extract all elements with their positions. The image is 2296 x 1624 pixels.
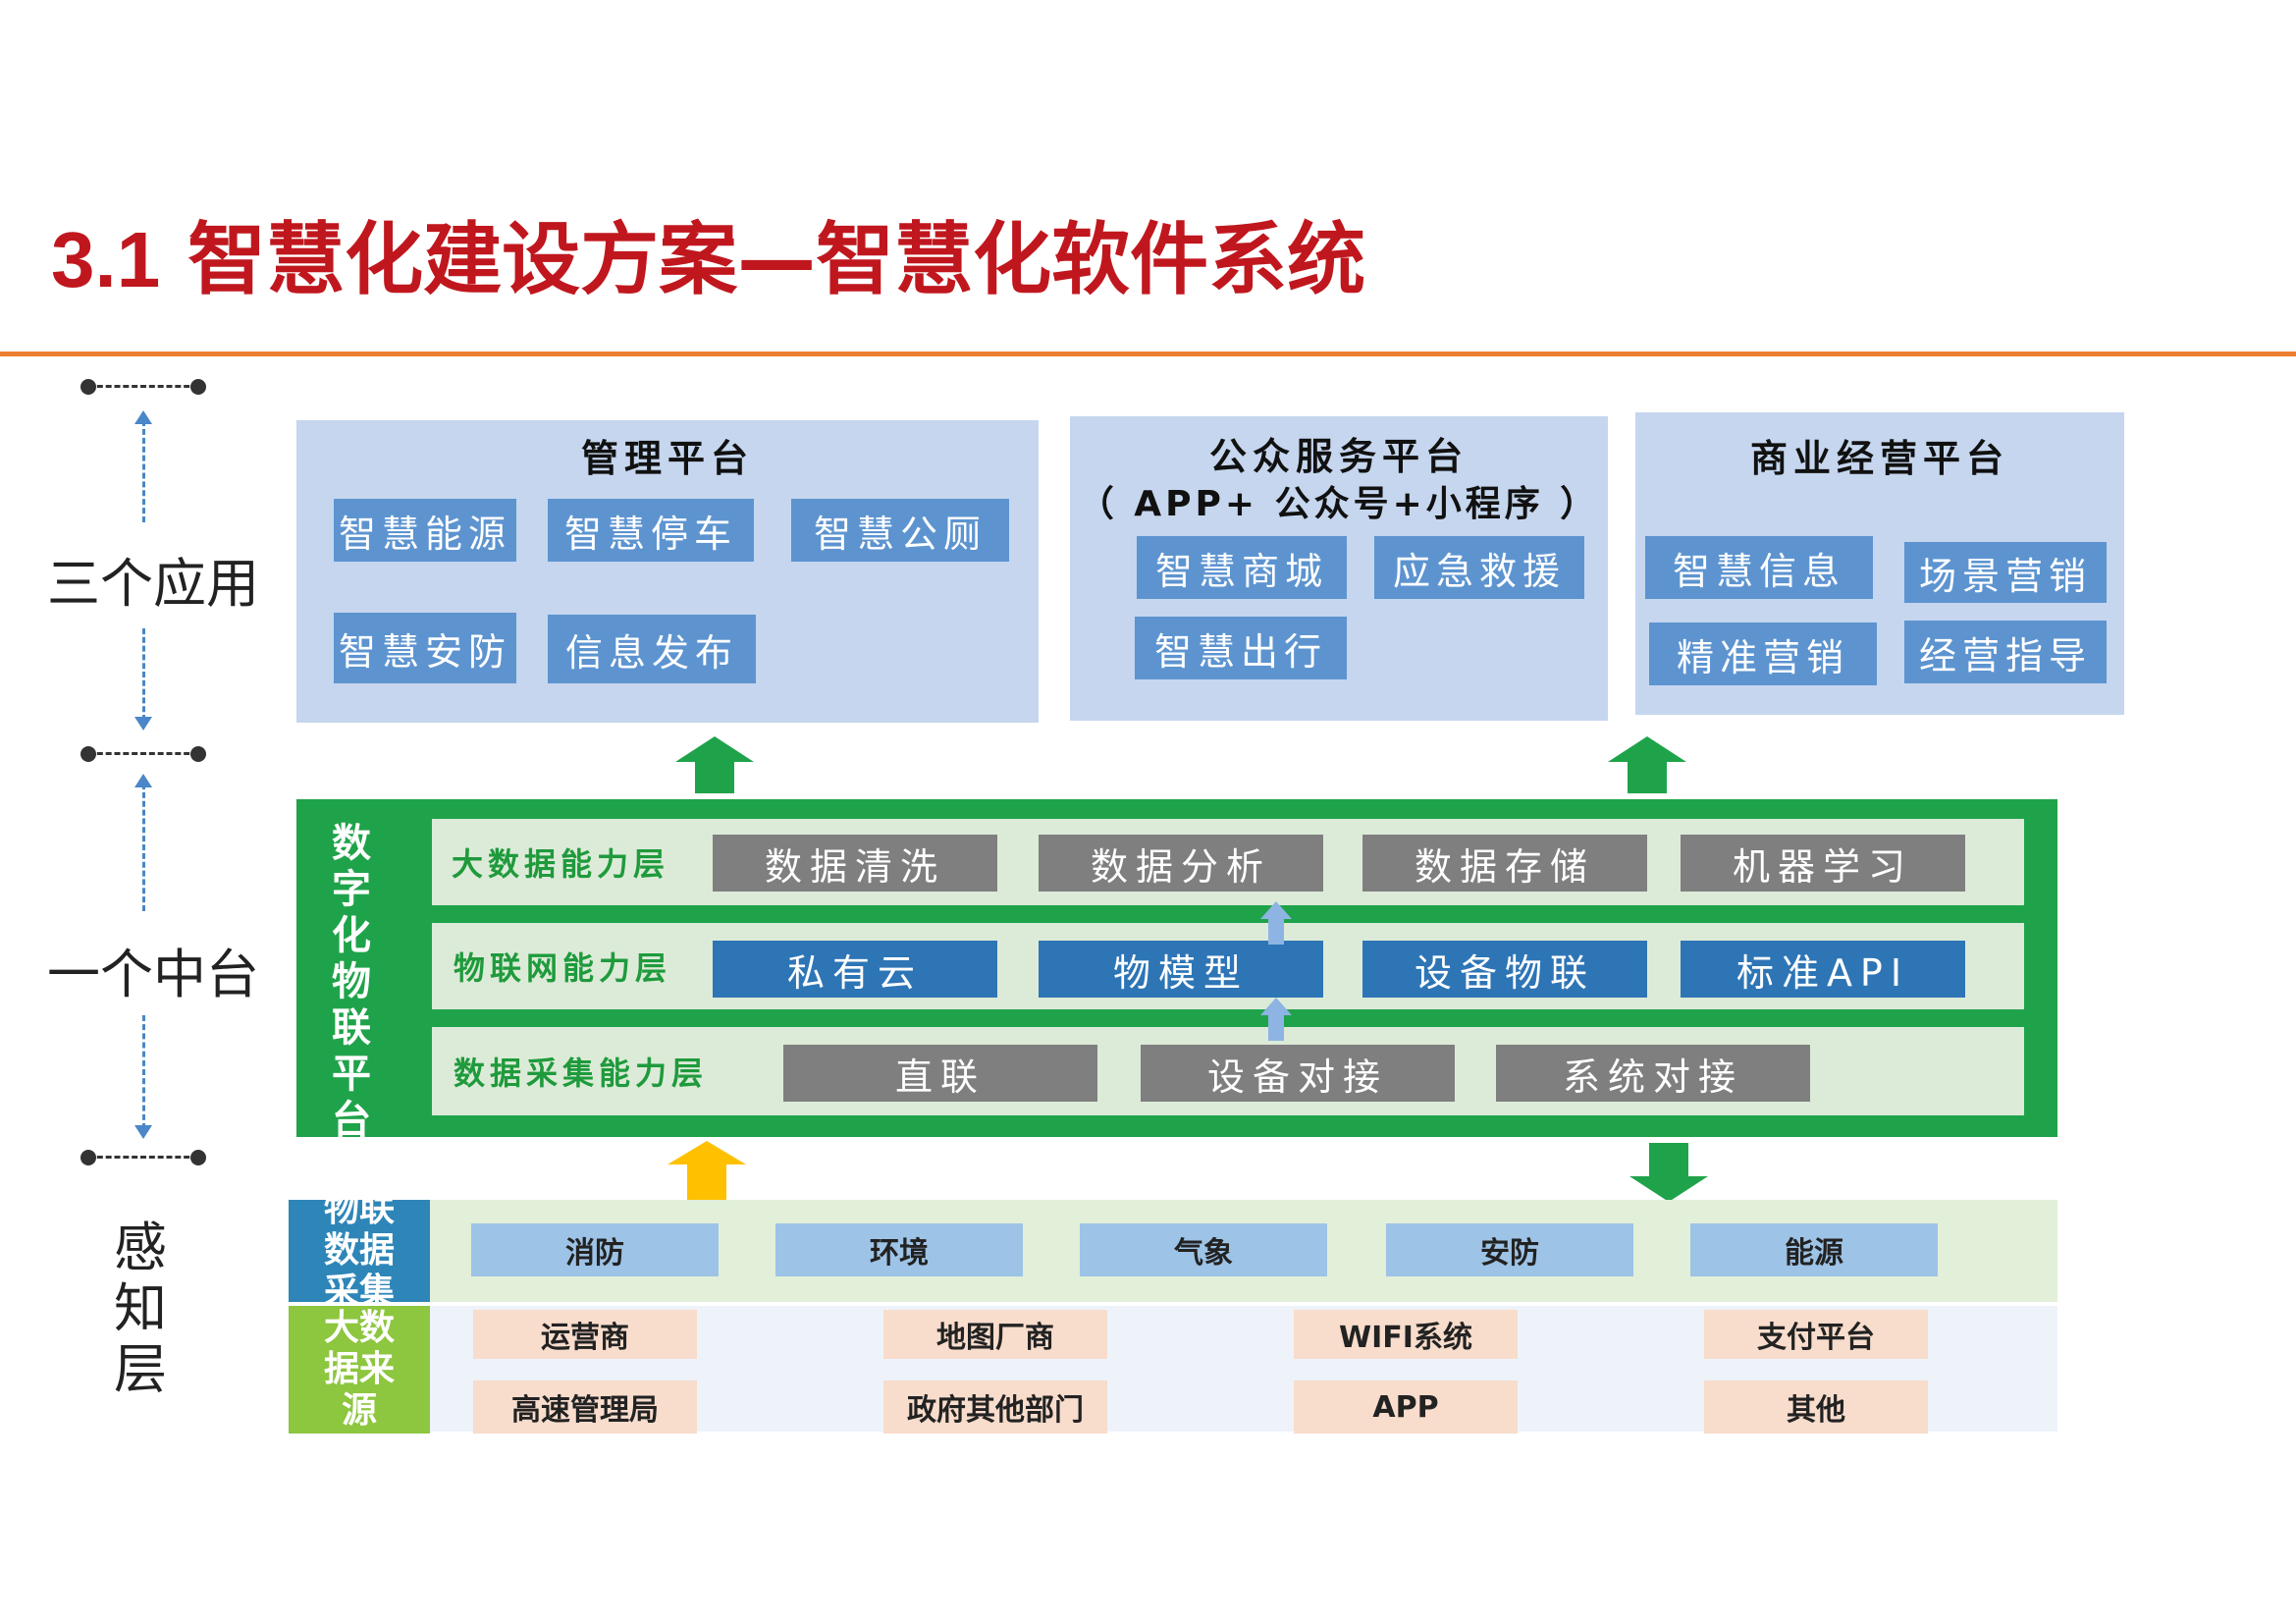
level-label-sensing: 感知层 <box>114 1217 167 1400</box>
data-source-item[interactable]: WIFI系统 <box>1294 1310 1518 1359</box>
app-item[interactable]: 精准营销 <box>1649 623 1877 685</box>
up-arrow-icon <box>1608 736 1686 793</box>
dashed-double-arrow-icon <box>132 1005 155 1139</box>
capability-item[interactable]: 数据存储 <box>1362 835 1647 892</box>
layer-label: 大数据能力层 <box>452 845 670 883</box>
up-arrow-icon <box>1260 901 1292 945</box>
app-item[interactable]: 智慧公厕 <box>791 499 1009 562</box>
app-item[interactable]: 场景营销 <box>1904 542 2107 603</box>
sensor-item[interactable]: 安防 <box>1386 1223 1633 1276</box>
data-source-item[interactable]: 运营商 <box>473 1310 697 1359</box>
capability-item[interactable]: 数据分析 <box>1039 835 1323 892</box>
capability-item[interactable]: 标准API <box>1681 941 1965 998</box>
data-source-item[interactable]: 其他 <box>1704 1380 1928 1434</box>
app-item[interactable]: 智慧能源 <box>334 499 516 562</box>
capability-item[interactable]: 私有云 <box>713 941 997 998</box>
iot-data-collection-label: 物联数据采集 <box>289 1200 430 1302</box>
capability-item[interactable]: 直联 <box>783 1045 1097 1102</box>
level-separator <box>80 1150 206 1165</box>
capability-item[interactable]: 机器学习 <box>1681 835 1965 892</box>
app-item[interactable]: 经营指导 <box>1904 621 2107 683</box>
title-divider <box>0 352 2296 356</box>
app-item[interactable]: 智慧停车 <box>548 499 754 562</box>
capability-item[interactable]: 数据清洗 <box>713 835 997 892</box>
bigdata-label-text: 大数据来源 <box>323 1308 395 1431</box>
layer-label: 数据采集能力层 <box>454 1055 709 1092</box>
data-source-item[interactable]: 地图厂商 <box>883 1310 1107 1359</box>
level-label-platform: 一个中台 <box>47 944 259 1005</box>
up-arrow-icon <box>1260 998 1292 1041</box>
data-source-item[interactable]: 高速管理局 <box>473 1380 697 1434</box>
capability-item[interactable]: 物模型 <box>1039 941 1323 998</box>
data-source-item[interactable]: 政府其他部门 <box>883 1380 1107 1434</box>
app-item[interactable]: 智慧信息 <box>1645 536 1873 599</box>
level-label-apps: 三个应用 <box>47 553 259 615</box>
title-number: 3.1 <box>51 216 161 303</box>
capability-item[interactable]: 设备对接 <box>1141 1045 1455 1102</box>
app-item[interactable]: 信息发布 <box>548 615 756 683</box>
digital-iot-platform-label: 数字化物联平台 <box>332 821 371 1143</box>
bigdata-source-label: 大数据来源 <box>289 1306 430 1434</box>
app-item[interactable]: 智慧商城 <box>1137 536 1347 599</box>
down-arrow-icon <box>1629 1143 1708 1202</box>
up-arrow-icon <box>675 736 754 793</box>
level-separator <box>80 746 206 762</box>
app-item[interactable]: 智慧出行 <box>1135 617 1347 679</box>
data-source-item[interactable]: APP <box>1294 1380 1518 1434</box>
dashed-double-arrow-icon <box>132 619 155 731</box>
sensor-item[interactable]: 气象 <box>1080 1223 1327 1276</box>
capability-item[interactable]: 系统对接 <box>1496 1045 1810 1102</box>
level-separator <box>80 379 206 395</box>
sensor-item[interactable]: 环境 <box>775 1223 1023 1276</box>
iot-label-text: 物联数据采集 <box>323 1200 395 1302</box>
app-item[interactable]: 应急救援 <box>1374 536 1584 599</box>
data-source-item[interactable]: 支付平台 <box>1704 1310 1928 1359</box>
layer-label: 物联网能力层 <box>454 949 672 987</box>
page-title: 3.1 智慧化建设方案—智慧化软件系统 <box>51 211 1365 309</box>
title-text: 智慧化建设方案—智慧化软件系统 <box>187 214 1366 305</box>
dashed-double-arrow-icon <box>132 774 155 921</box>
capability-item[interactable]: 设备物联 <box>1362 941 1647 998</box>
management-platform-title: 管理平台 <box>580 437 754 480</box>
sensor-item[interactable]: 能源 <box>1690 1223 1938 1276</box>
business-platform-title: 商业经营平台 <box>1749 437 2009 480</box>
sensor-item[interactable]: 消防 <box>471 1223 719 1276</box>
up-arrow-icon <box>667 1141 746 1200</box>
app-item[interactable]: 智慧安防 <box>334 613 516 683</box>
public-service-platform-subtitle: （ APP+ 公众号+小程序 ） <box>1078 484 1600 524</box>
public-service-platform-title: 公众服务平台 <box>1208 435 1468 478</box>
dashed-double-arrow-icon <box>132 410 155 532</box>
